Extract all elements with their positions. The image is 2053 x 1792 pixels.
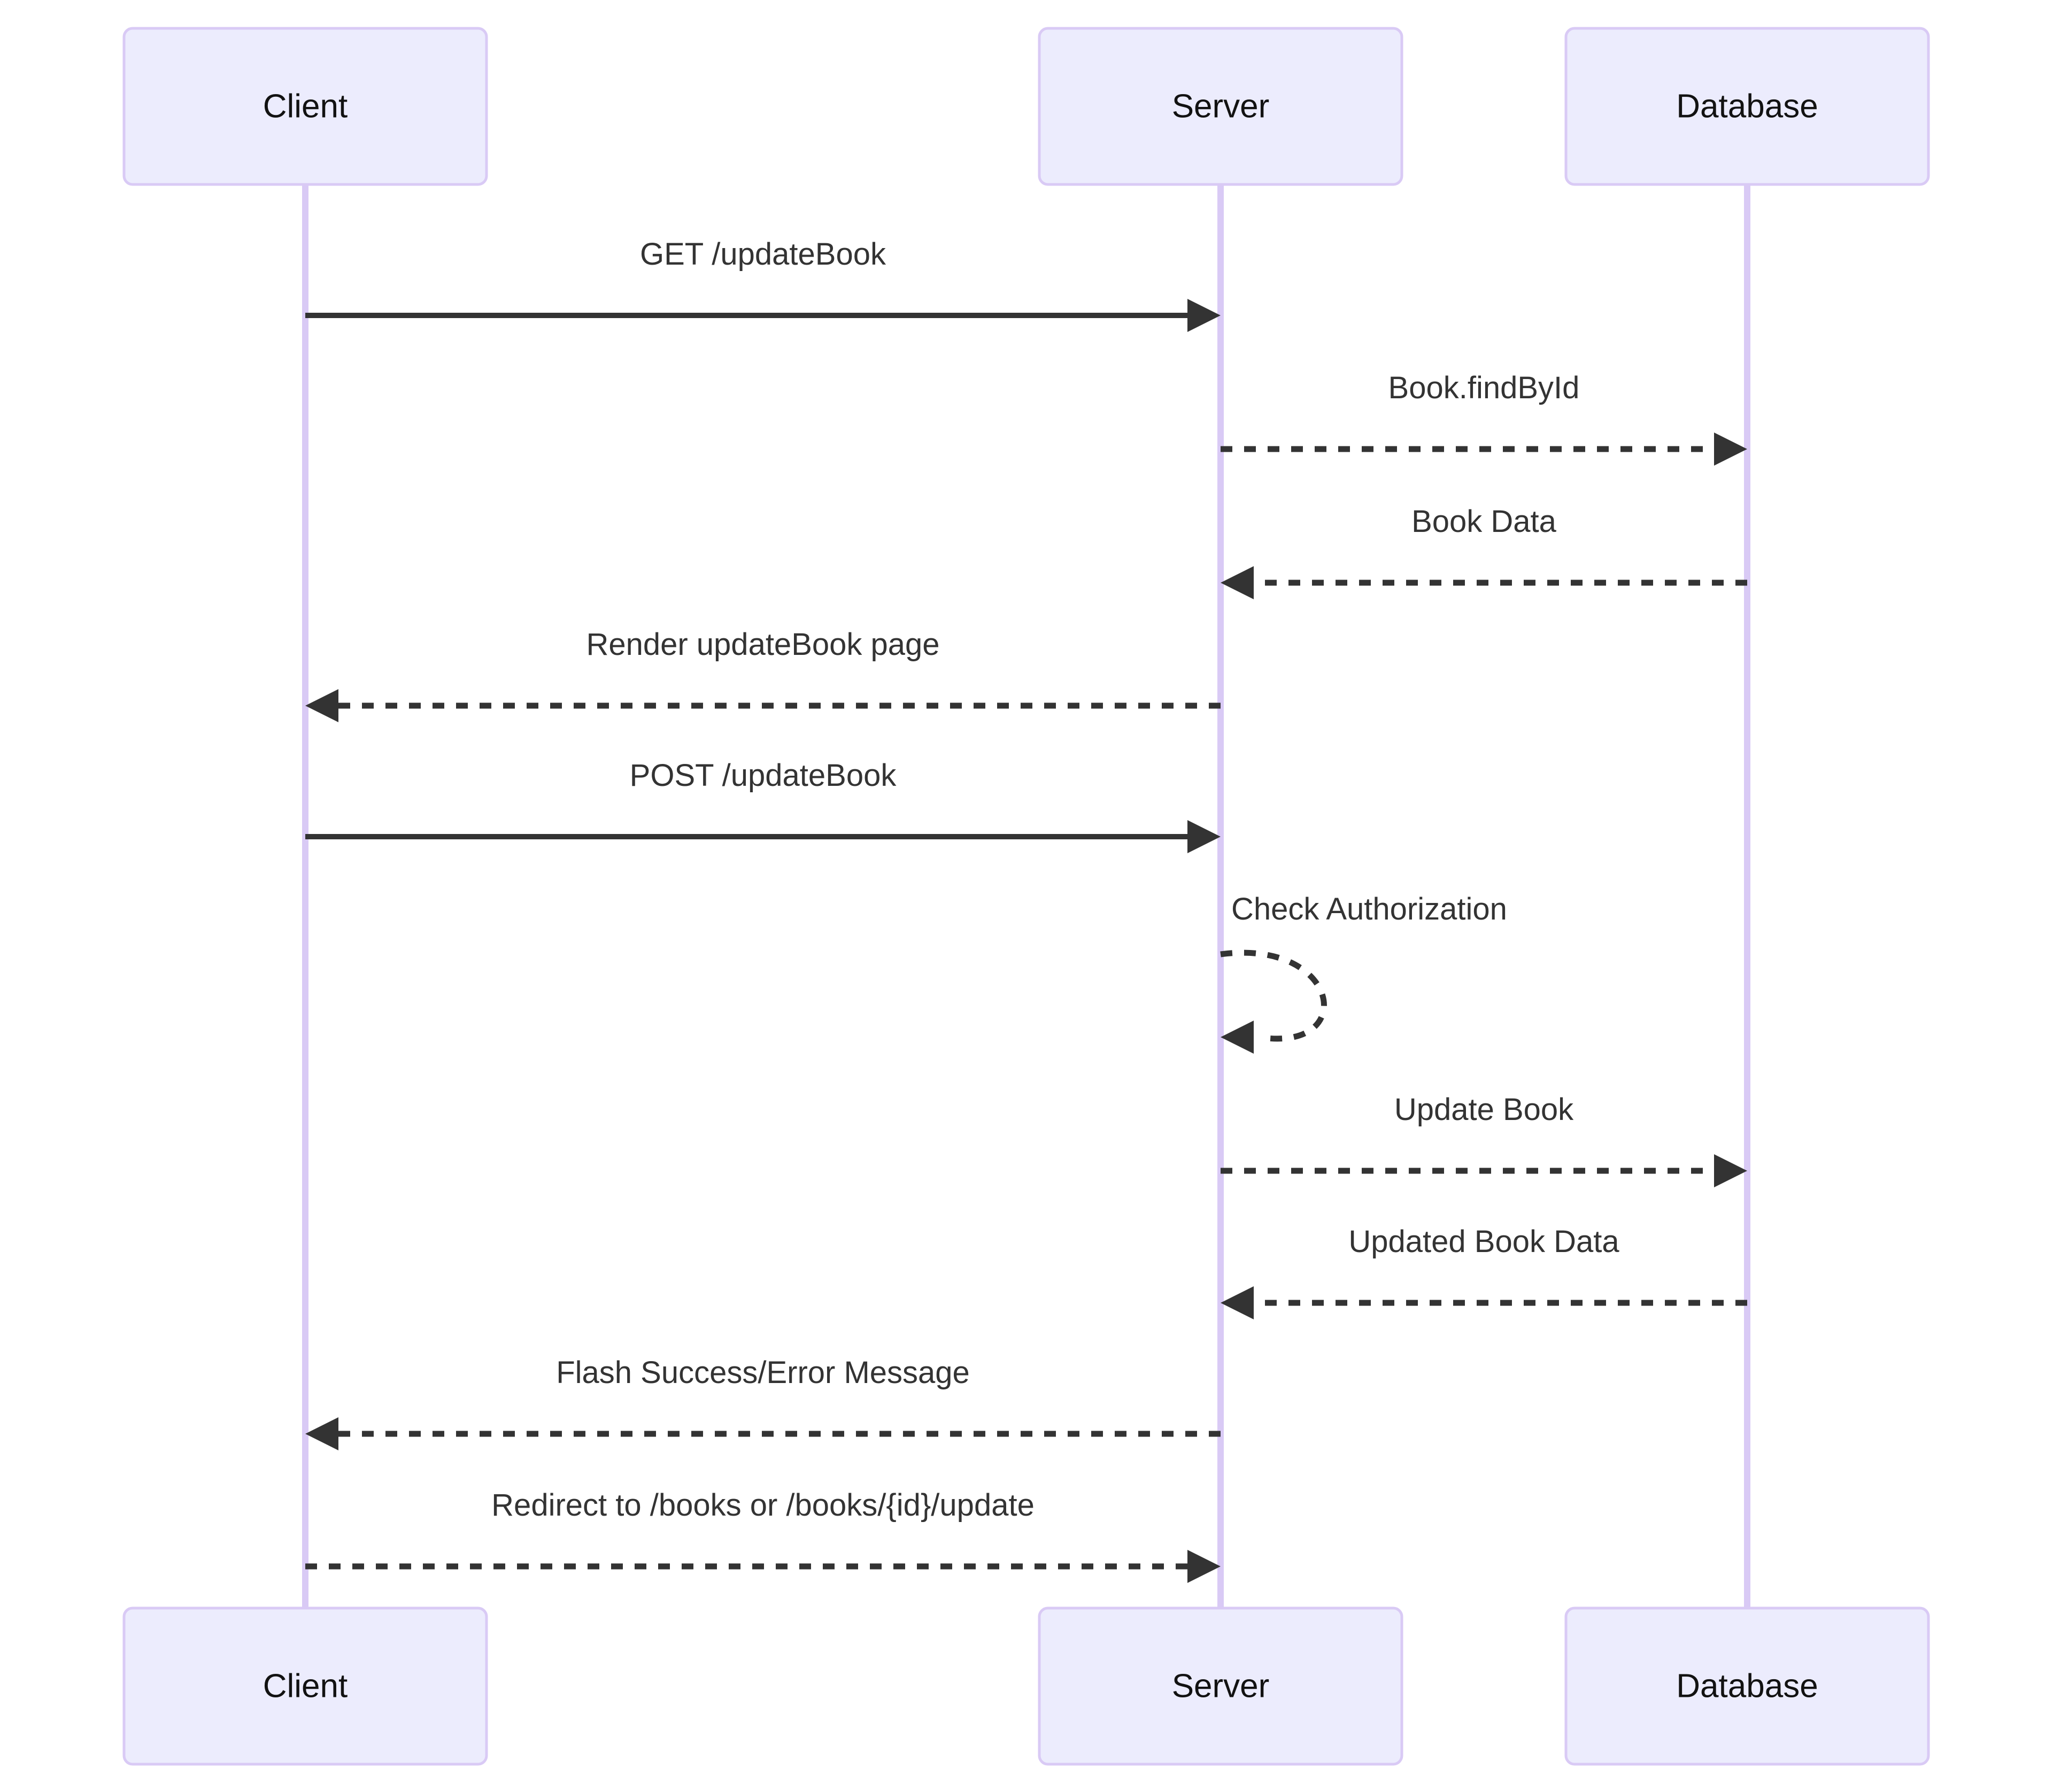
message-label: Render updateBook page (586, 627, 939, 662)
arrow-head-icon (1187, 299, 1221, 332)
actor-box-top-server[interactable]: Server (1038, 27, 1403, 186)
message-2-server-to-database[interactable]: Book.findById (1221, 370, 1747, 466)
actor-box-rect (1038, 27, 1403, 186)
message-label: Book.findById (1388, 370, 1580, 405)
arrow-head-icon (1221, 1021, 1254, 1054)
arrow-head-icon (1714, 432, 1747, 466)
message-label: Update Book (1394, 1092, 1574, 1127)
actor-label-client: Client (263, 1667, 348, 1704)
self-message-path (1220, 949, 1327, 1042)
message-9-server-to-client[interactable]: Flash Success/Error Message (305, 1355, 1221, 1450)
lifelines-group (302, 184, 1750, 1608)
actor-box-rect (122, 27, 488, 186)
message-4-server-to-client[interactable]: Render updateBook page (305, 627, 1221, 722)
arrow-head-icon (1221, 1286, 1254, 1319)
message-label: Updated Book Data (1348, 1224, 1619, 1259)
actor-box-bottom-server[interactable]: Server (1038, 1606, 1403, 1766)
message-label: Book Data (1411, 504, 1557, 539)
actor-box-rect (122, 1606, 488, 1766)
arrow-head-icon (305, 689, 338, 722)
actor-label-client: Client (263, 88, 348, 125)
message-label: Flash Success/Error Message (556, 1355, 970, 1390)
actor-box-top-client[interactable]: Client (122, 27, 488, 186)
message-1-client-to-server[interactable]: GET /updateBook (305, 237, 1221, 332)
arrow-head-icon (1187, 820, 1221, 853)
top-actor-boxes-group: Client Server Database (122, 27, 1930, 186)
actor-label-database: Database (1676, 1667, 1818, 1704)
message-6-server-to-server[interactable]: Check Authorization (1220, 892, 1507, 1054)
message-10-client-to-server[interactable]: Redirect to /books or /books/{id}/update (305, 1488, 1221, 1583)
message-7-server-to-database[interactable]: Update Book (1221, 1092, 1747, 1187)
arrow-head-icon (305, 1417, 338, 1450)
actor-box-rect (1564, 27, 1930, 186)
actor-label-server: Server (1172, 88, 1270, 125)
arrow-head-icon (1714, 1154, 1747, 1187)
message-8-database-to-server[interactable]: Updated Book Data (1221, 1224, 1747, 1319)
arrow-head-icon (1221, 566, 1254, 599)
message-3-database-to-server[interactable]: Book Data (1221, 504, 1747, 599)
actor-box-bottom-client[interactable]: Client (122, 1606, 488, 1766)
message-label: Check Authorization (1231, 892, 1507, 926)
message-label: POST /updateBook (630, 758, 897, 793)
actor-label-database: Database (1676, 88, 1818, 125)
actor-box-rect (1038, 1606, 1403, 1766)
actor-label-server: Server (1172, 1667, 1270, 1704)
message-label: Redirect to /books or /books/{id}/update (491, 1488, 1035, 1523)
message-label: GET /updateBook (640, 237, 886, 272)
bottom-actor-boxes-group: Client Server Database (122, 1606, 1930, 1766)
arrow-head-icon (1187, 1550, 1221, 1583)
message-5-client-to-server[interactable]: POST /updateBook (305, 758, 1221, 853)
actor-box-top-database[interactable]: Database (1564, 27, 1930, 186)
actor-box-rect (1564, 1606, 1930, 1766)
actor-box-bottom-database[interactable]: Database (1564, 1606, 1930, 1766)
